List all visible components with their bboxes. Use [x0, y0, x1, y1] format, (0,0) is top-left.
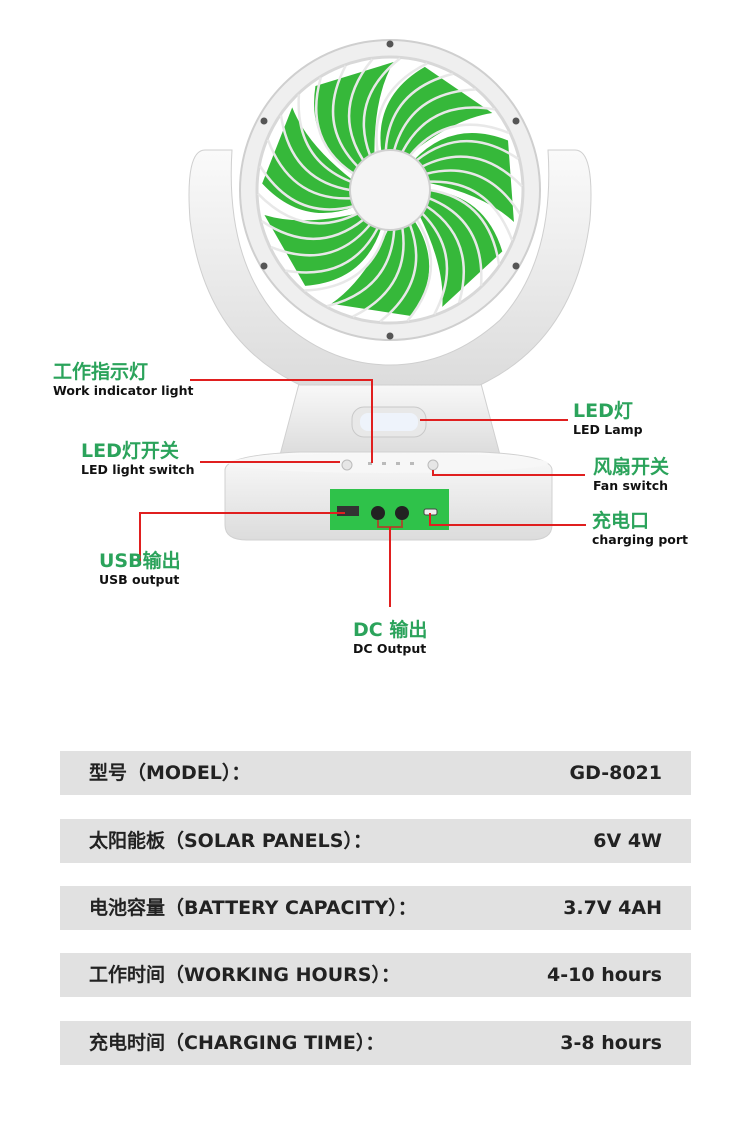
- spec-value: 4-10 hours: [547, 964, 662, 986]
- callout-led-switch: LED灯开关 LED light switch: [81, 440, 195, 478]
- spec-row-working-hours: 工作时间（WORKING HOURS）： 4-10 hours: [60, 953, 691, 997]
- spec-value: 6V 4W: [593, 830, 662, 852]
- spec-row-model: 型号（MODEL）： GD-8021: [60, 751, 691, 795]
- callout-led-lamp: LED灯 LED Lamp: [573, 400, 643, 438]
- fan-grille-wire: [259, 165, 354, 211]
- callout-en: USB output: [99, 572, 180, 587]
- spec-label: 电池容量（BATTERY CAPACITY）：: [89, 897, 417, 919]
- fan-grille-wire: [429, 188, 501, 265]
- fan-grille-wire: [266, 139, 351, 200]
- fan-grille-wire: [257, 192, 359, 225]
- fan-blade: [413, 133, 514, 222]
- fan-grille-wire: [421, 212, 449, 315]
- fan-grille-wire: [297, 94, 352, 183]
- callout-fan-switch: 风扇开关 Fan switch: [593, 456, 669, 494]
- fan-grille-wire: [426, 169, 521, 215]
- spec-row-solar-panels: 太阳能板（SOLAR PANELS）： 6V 4W: [60, 819, 691, 863]
- fan-blade: [380, 66, 493, 157]
- callout-cn: USB输出: [99, 550, 181, 572]
- callout-cn: DC 输出: [353, 619, 428, 641]
- fan-grille-wire: [428, 197, 483, 286]
- fan-grille-wire: [429, 180, 514, 241]
- fan-grille-wire: [347, 58, 374, 161]
- leader-lines: [139, 379, 586, 607]
- callout-cn: LED灯开关: [81, 440, 179, 462]
- fan-grille-wire: [406, 219, 433, 322]
- fan-grille-wire: [326, 229, 396, 308]
- callout-en: Fan switch: [593, 478, 669, 493]
- fan-grille-wire: [425, 205, 466, 303]
- spec-label: 充电时间（CHARGING TIME）：: [89, 1032, 385, 1054]
- fan-grille-wire: [285, 227, 379, 274]
- callout-usb-output: USB输出 USB output: [99, 550, 181, 588]
- callout-en: LED light switch: [81, 462, 195, 477]
- callout-en: charging port: [592, 532, 689, 547]
- spec-value: GD-8021: [569, 762, 663, 784]
- fan-grille-wire: [261, 218, 365, 240]
- callout-cn: 工作指示灯: [53, 361, 149, 383]
- fan-illustration: [139, 39, 592, 607]
- fan-grille-wire: [279, 115, 351, 192]
- dc-port-2: [395, 506, 409, 520]
- callout-en: LED Lamp: [573, 422, 643, 437]
- callout-cn: 充电口: [592, 510, 650, 532]
- spec-label: 型号（MODEL）：: [89, 762, 251, 784]
- fan-grille-wire: [331, 65, 359, 168]
- spec-value: 3-8 hours: [560, 1032, 662, 1054]
- fan-grille-wire: [379, 224, 418, 323]
- fan-arm: [188, 149, 592, 386]
- fan-grille-wire: [401, 106, 495, 153]
- spec-label: 太阳能板（SOLAR PANELS）：: [89, 830, 372, 852]
- fan-grille-wire: [362, 57, 401, 156]
- dc-port-1: [371, 506, 385, 520]
- fan-grille-wire: [409, 123, 510, 157]
- fan-grille-wire: [304, 229, 388, 292]
- spec-label: 工作时间（WORKING HOURS）：: [89, 964, 400, 986]
- fan-grille-wire: [421, 155, 523, 188]
- spec-value: 3.7V 4AH: [563, 897, 662, 919]
- callout-en: DC Output: [353, 641, 427, 656]
- fan-grille-wire: [415, 140, 519, 162]
- callout-dc-output: DC 输出 DC Output: [353, 619, 427, 657]
- fan-hub: [349, 149, 431, 231]
- callout-work-indicator: 工作指示灯 Work indicator light: [53, 361, 194, 399]
- fan-grille-wire: [384, 72, 454, 151]
- fan-switch-button: [427, 459, 439, 471]
- spec-row-charging-time: 充电时间（CHARGING TIME）： 3-8 hours: [60, 1021, 691, 1065]
- fan-grille-wire: [352, 227, 405, 318]
- callout-charging-port: 充电口 charging port: [592, 510, 688, 548]
- fan-grille-wire: [314, 77, 355, 175]
- led-switch-button: [341, 459, 353, 471]
- fan-grille-wire: [375, 62, 428, 153]
- callout-cn: LED灯: [573, 400, 633, 422]
- fan-blades: [257, 57, 523, 323]
- fan-grille-wire: [392, 88, 476, 151]
- spec-row-battery-capacity: 电池容量（BATTERY CAPACITY）： 3.7V 4AH: [60, 886, 691, 930]
- callout-cn: 风扇开关: [593, 456, 670, 478]
- callout-en: Work indicator light: [53, 383, 194, 398]
- fan-grille-wire: [270, 223, 371, 257]
- fan-blade: [264, 212, 382, 286]
- usb-port: [337, 506, 359, 516]
